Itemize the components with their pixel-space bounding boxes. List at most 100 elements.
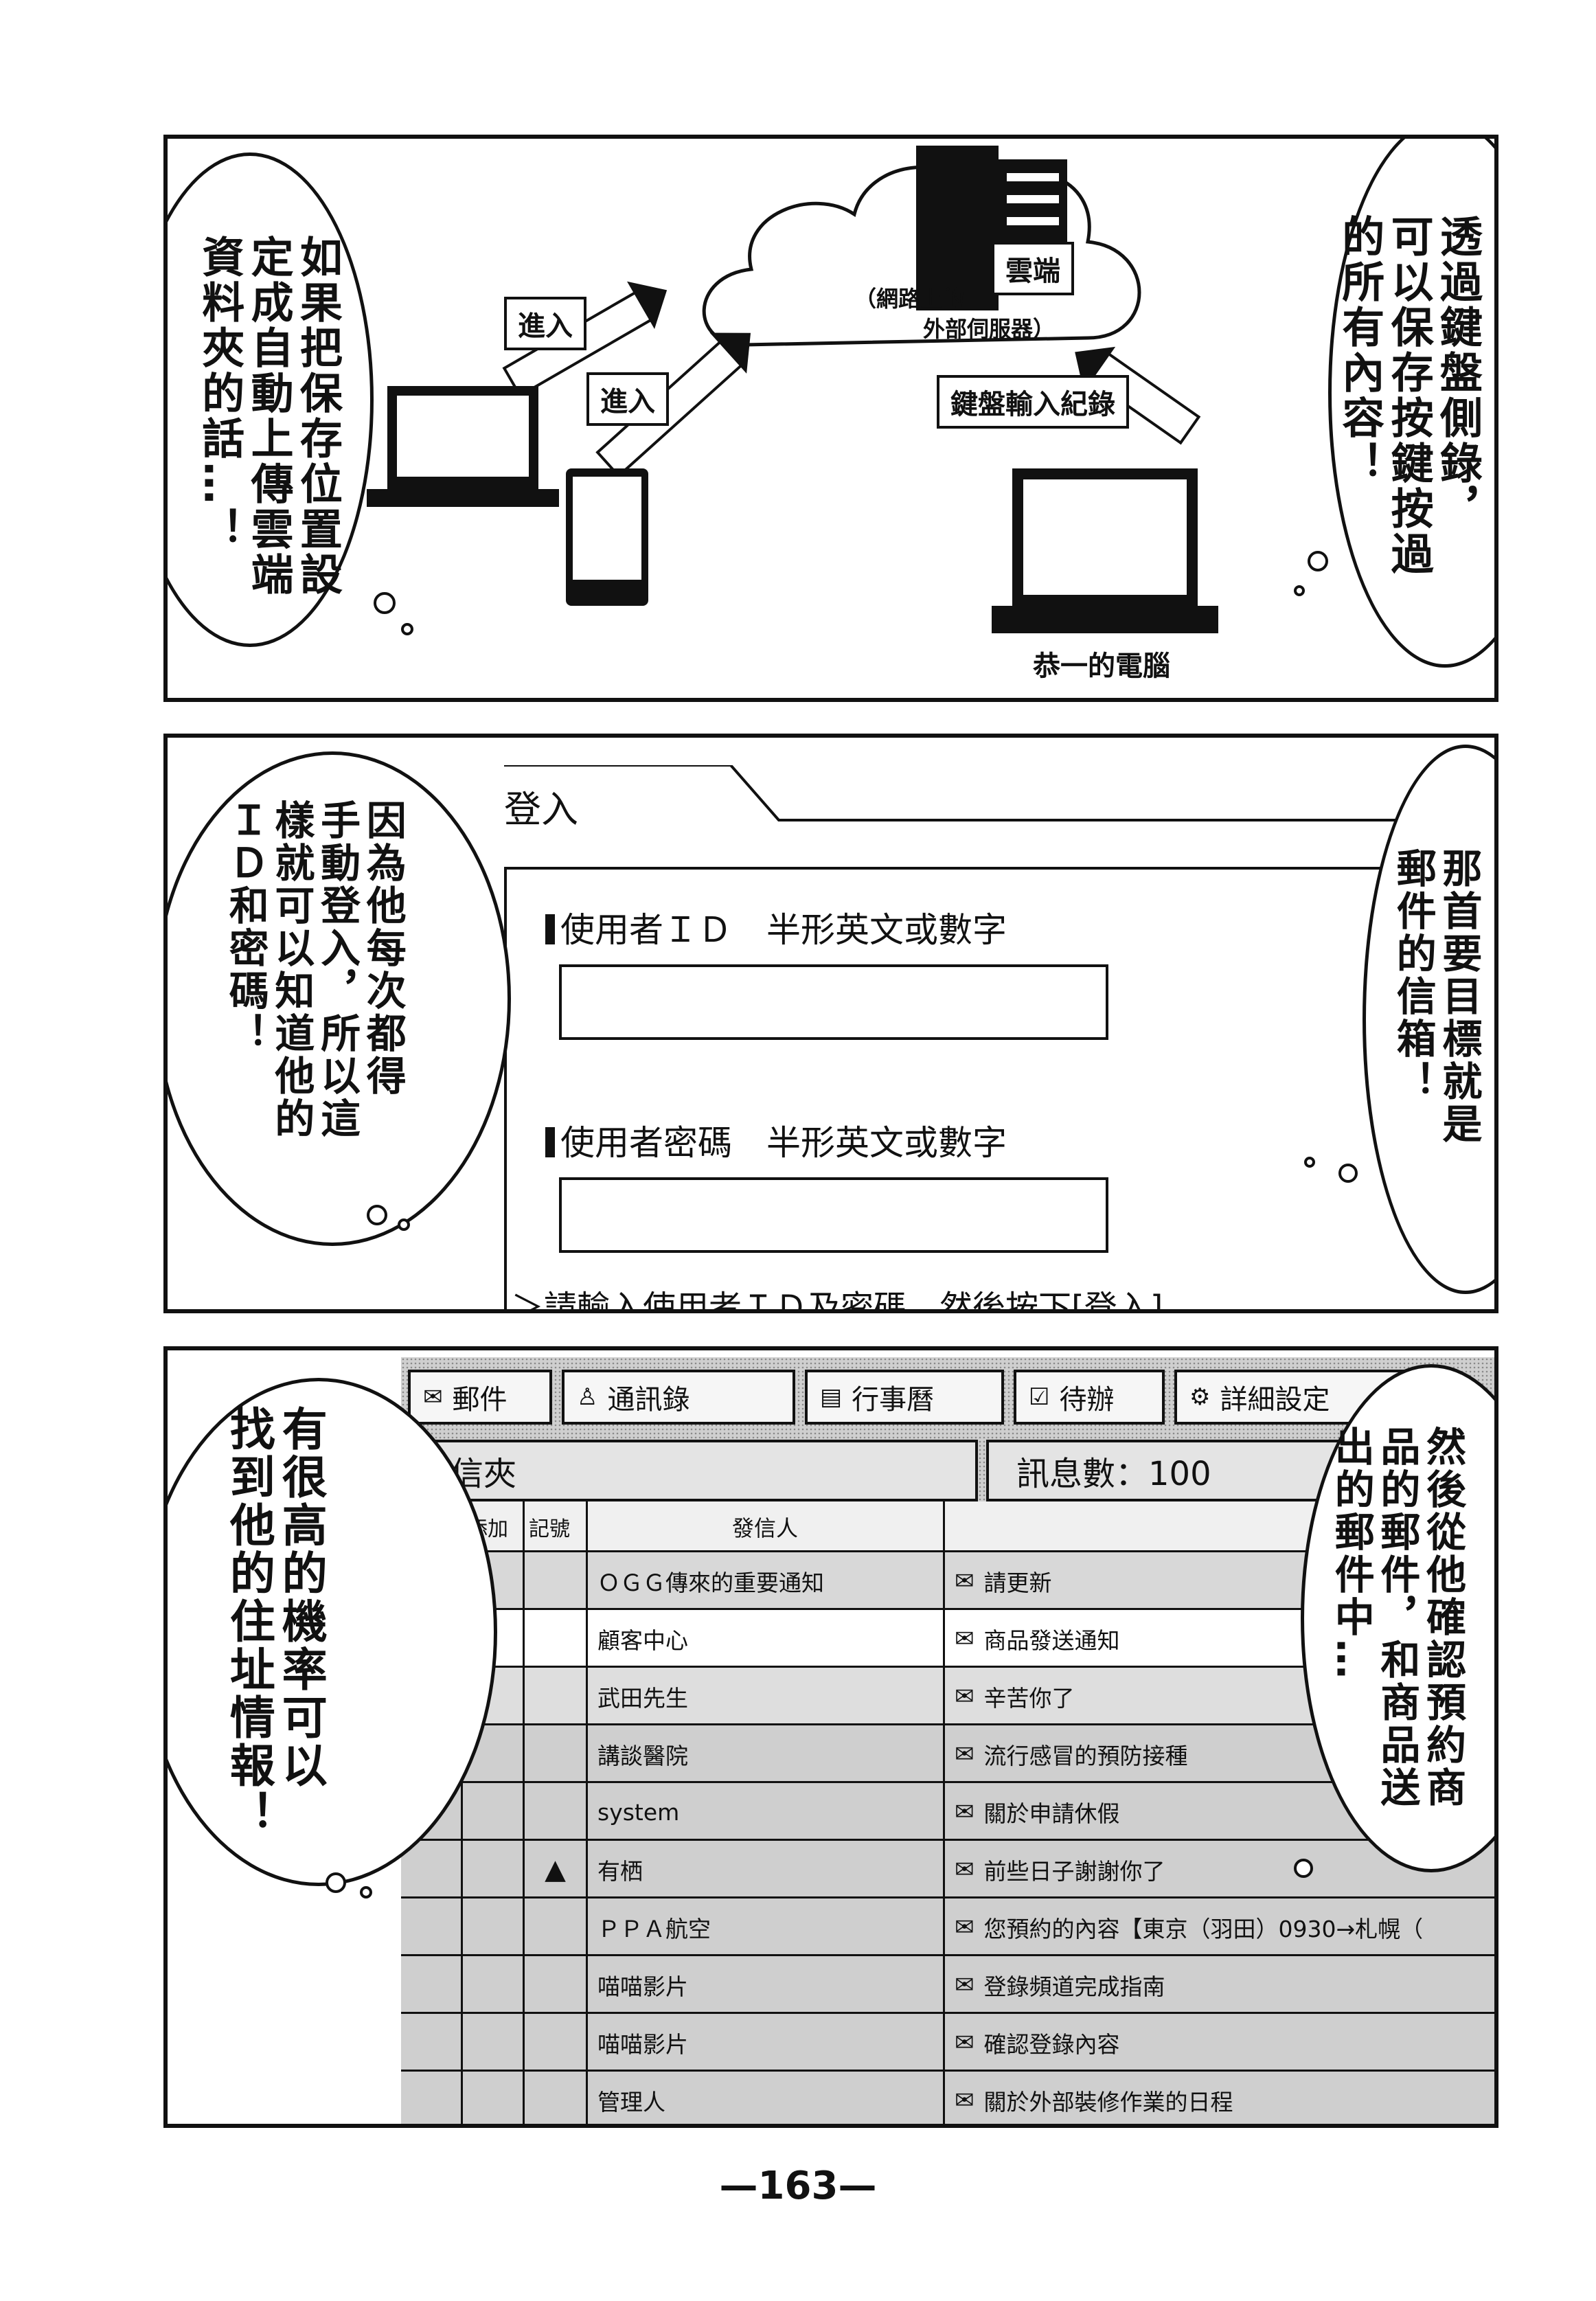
envelope-icon: ✉ [955,1741,974,1768]
caption-right: 那首要目標就是 郵件的信箱！ [1390,848,1483,1260]
caption-line: 樣就可以知道他的 [268,800,315,1140]
thought-dot [398,1218,410,1231]
thought-dot [360,1886,372,1898]
mark-cell [525,1552,588,1610]
attach-cell [463,1783,525,1841]
caption-line: 然後從他確認預約商 [1420,1426,1467,1809]
caption-left: 如果把保存位置設 定成自動上傳雲端 資料夾的話…！ [194,235,343,620]
gear-icon: ⚙ [1189,1383,1211,1411]
important-cell [401,1956,463,2014]
attach-cell [463,1956,525,2014]
caption-line: 定成自動上傳雲端 [243,235,294,598]
thought-dot [1294,585,1305,596]
important-cell [401,1783,463,1841]
subject-text: 關於申請休假 [983,1800,1120,1827]
caption-line: 透過鍵盤側錄， [1432,214,1483,532]
login-instruction: ＞請輸入使用者ＩＤ及密碼，然後按下[登入]。 [511,1289,1196,1313]
caption-line: 的所有內容！ [1334,214,1385,486]
thought-bubble-left [168,751,511,1246]
sender-cell: 顧客中心 [588,1610,945,1668]
subject-cell: ✉ 確認登錄內容 [945,2014,1494,2072]
caption-line: 找到他的住址情報！ [222,1405,275,1838]
tab-mail[interactable]: ✉郵件 [408,1370,552,1425]
calendar-icon: ▤ [820,1383,843,1411]
sender-cell: system [588,1783,945,1841]
sender-cell: 武田先生 [588,1668,945,1725]
login-window-frame [504,765,1494,1309]
thought-dot [1304,1157,1315,1168]
sender-cell: 有栖 [588,1841,945,1898]
envelope-icon: ✉ [955,1683,974,1710]
tab-calendar[interactable]: ▤行事曆 [805,1370,1004,1425]
tab-contacts[interactable]: ♙通訊錄 [562,1370,795,1425]
mail-row[interactable]: 喵喵影片✉登錄頻道完成指南 [401,1956,1494,2014]
mail-row[interactable]: ＰＰＡ航空✉您預約的內容【東京（羽田）0930→札幌（ [401,1898,1494,1956]
arrow-label-access-2: 進入 [586,372,669,426]
attach-cell [463,1841,525,1898]
important-cell [401,2014,463,2072]
arrow-label-access-1: 進入 [504,297,586,350]
login-window: 登入 使用者ＩＤ 半形英文或數字 使用者密碼 半形英文或數字 ＞請輸入使用者ＩＤ… [504,765,1494,1313]
thought-bubble-right [1328,139,1494,668]
mail-row[interactable]: system ✉ 關於申請休假 [401,1783,1494,1841]
subject-cell: ✉請更新 [945,1552,1494,1610]
thought-dot [1338,1164,1358,1183]
attach-cell [463,1725,525,1783]
thought-dot [374,592,396,614]
subject-cell: ✉ 您預約的內容【東京（羽田）0930→札幌（ [945,1898,1494,1956]
header-sender[interactable]: 發信人 [588,1501,945,1552]
subject-cell: ✉ 登錄頻道完成指南 [945,1956,1494,2014]
label-marker [545,1127,555,1157]
subject-cell: ✉前些日子謝謝你了 [945,1841,1494,1898]
subject-cell: ✉ 辛苦你了 [945,1668,1494,1725]
person-icon: ♙ [577,1383,598,1411]
caption-line: 如果把保存位置設 [292,235,343,598]
mark-cell [525,1610,588,1668]
sender-cell: 喵喵影片 [588,2014,945,2072]
attach-cell [463,1898,525,1956]
subject-text: 登錄頻道完成指南 [983,1973,1165,2000]
user-id-input[interactable] [559,964,1108,1040]
important-cell [401,1898,463,1956]
subject-text: 關於外部裝修作業的日程 [983,2089,1233,2116]
envelope-icon: ✉ [955,1798,974,1826]
mail-row[interactable]: 講談醫院 ✉ 流行感冒的預防接種 [401,1725,1494,1783]
subject-text: 您預約的內容【東京（羽田）0930→札幌（ [983,1916,1424,1942]
caption-line: 資料夾的話…！ [194,235,245,552]
panel-login-form: 登入 使用者ＩＤ 半形英文或數字 使用者密碼 半形英文或數字 ＞請輸入使用者ＩＤ… [163,734,1498,1313]
subject-text: 流行感冒的預防接種 [983,1743,1188,1769]
envelope-icon: ✉ [955,1625,974,1653]
envelope-icon: ✉ [955,1856,974,1883]
important-cell [401,1841,463,1898]
mark-cell [525,1898,588,1956]
mark-cell [525,1956,588,2014]
envelope-icon: ✉ [955,1914,974,1941]
cloud-label: 雲端 [992,242,1074,295]
inbox-title: 收信夾 [401,1440,978,1501]
pc-keyboard [992,606,1218,633]
sender-cell: 講談醫院 [588,1725,945,1783]
envelope-icon: ✉ [955,2029,974,2056]
smartphone-icon [566,468,648,606]
header-mark[interactable]: 記號 [525,1501,588,1552]
subject-text: 辛苦你了 [983,1685,1075,1712]
caption-line: 可以保存按鍵按過 [1383,214,1434,577]
mark-cell [525,1783,588,1841]
mark-cell [525,1725,588,1783]
subject-cell: ✉ 流行感冒的預防接種 [945,1725,1494,1783]
caption-line: 有很高的機率可以 [274,1405,328,1790]
checkbox-icon: ☑ [1029,1383,1050,1411]
password-input[interactable] [559,1177,1108,1253]
mail-row[interactable]: 喵喵影片 ✉ 確認登錄內容 [401,2014,1494,2072]
mail-row[interactable]: 管理人✉關於外部裝修作業的日程 [401,2072,1494,2124]
caption-left: 有很高的機率可以 找到他的住址情報！ [222,1405,328,1845]
attach-cell [463,2072,525,2124]
mail-row[interactable]: ▲有栖✉前些日子謝謝你了 [401,1841,1494,1898]
pc-caption: 恭一的電腦 [1033,650,1170,682]
subject-text: 確認登錄內容 [983,2031,1120,2058]
laptop-icon [387,386,538,489]
tab-todo[interactable]: ☑待辦 [1014,1370,1165,1425]
envelope-icon: ✉ [955,1971,974,1999]
envelope-icon: ✉ [955,1567,974,1595]
caption-right: 透過鍵盤側錄， 可以保存按鍵按過 的所有內容！ [1334,214,1483,654]
